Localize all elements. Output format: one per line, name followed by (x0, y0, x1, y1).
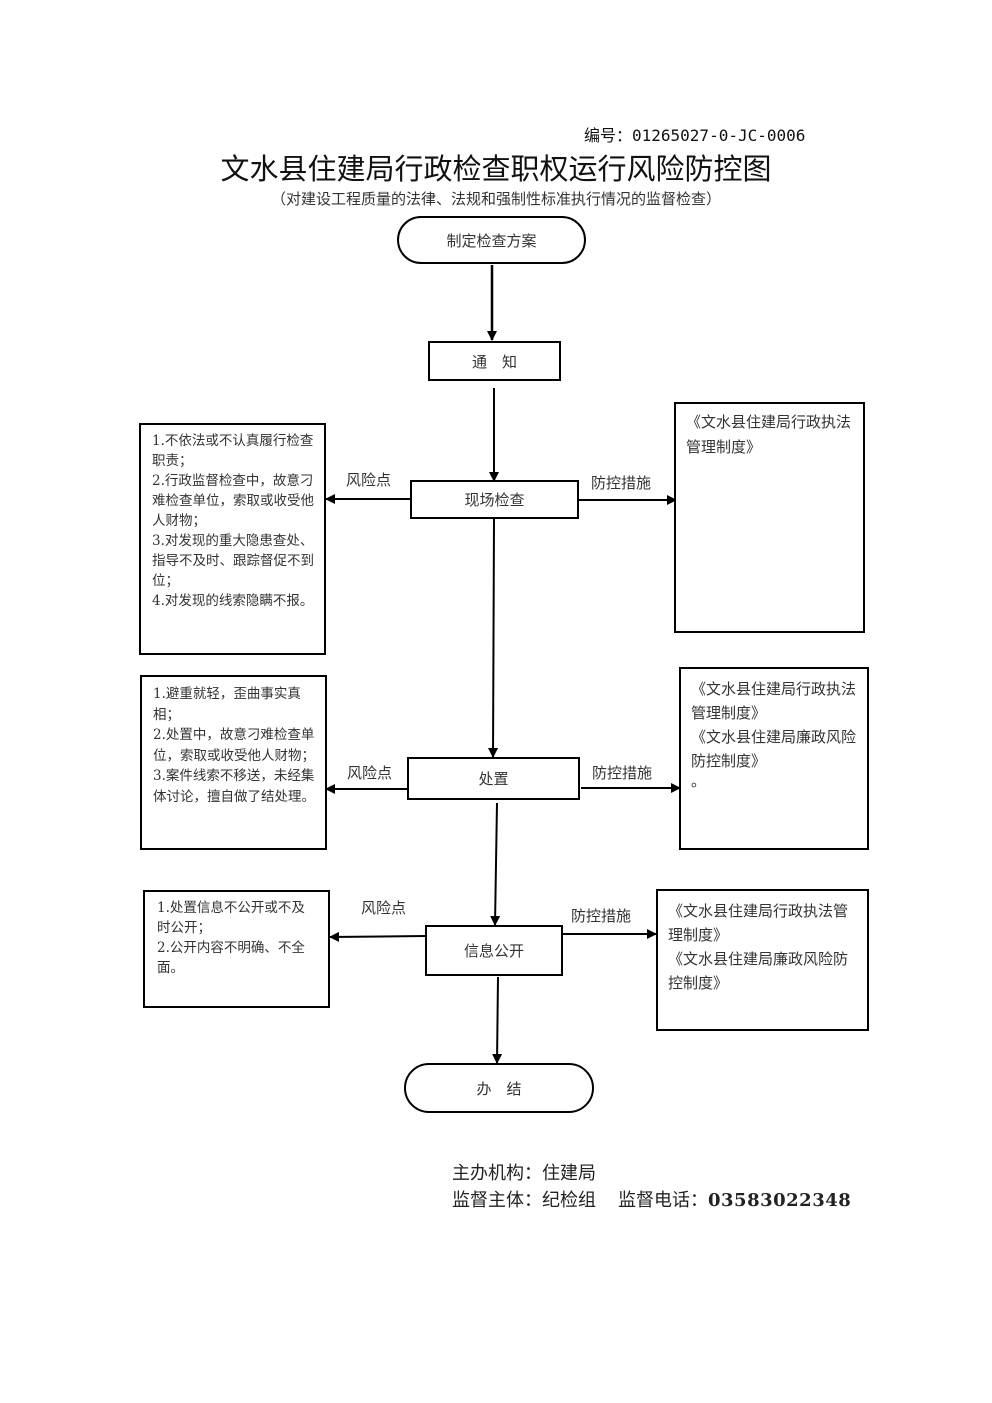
phone-value: 03583022348 (708, 1190, 852, 1211)
control-item: 。 (691, 772, 707, 790)
step-inspect: 现场检查 (410, 480, 579, 519)
step-notify-label: 通 知 (471, 352, 517, 371)
control-item: 《文水县住建局廉政风险防控制度》 (668, 950, 849, 992)
footer-organizer: 主办机构：住建局 (452, 1159, 596, 1185)
step-publish-label: 信息公开 (463, 942, 524, 960)
control-item: 《文水县住建局廉政风险防控制度》 (691, 728, 857, 770)
page-subtitle: （对建设工程质量的法律、法规和强制性标准执行情况的监督检查） (270, 190, 721, 208)
risk-item: 1.避重就轻，歪曲事实真相； (153, 686, 301, 723)
arrow-inspect-to-handle (488, 518, 499, 758)
risk-box-handle: 1.避重就轻，歪曲事实真相； 2.处置中，故意刁难检查单位，索取或收受他人财物；… (140, 675, 327, 850)
risk-box-publish: 1.处置信息不公开或不及时公开； 2.公开内容不明确、不全面。 (143, 890, 330, 1008)
arrow-handle-to-publish (490, 802, 501, 926)
risk-label-inspect: 风险点 (346, 471, 392, 489)
risk-label-publish: 风险点 (361, 899, 407, 917)
page-title: 文水县住建局行政检查职权运行风险防控图 (220, 152, 772, 186)
document-number: 编号：01265027-0-JC-0006 (584, 126, 806, 145)
footer-supervision: 监督主体：纪检组 监督电话：03583022348 (452, 1186, 851, 1212)
control-item: 《文水县住建局行政执法管理制度》 (686, 413, 852, 456)
risk-item: 3.案件线索不移送，未经集体讨论，擅自做了结处理。 (153, 768, 315, 805)
organizer-value: 住建局 (542, 1163, 596, 1184)
organizer-label: 主办机构： (452, 1163, 542, 1184)
supervisor-label: 监督主体： (452, 1190, 542, 1211)
risk-item: 2.行政监督检查中，故意刁难检查单位，索取或收受他人财物； (152, 473, 314, 529)
step-end-label: 办 结 (476, 1079, 522, 1098)
control-box-handle: 《文水县住建局行政执法管理制度》 《文水县住建局廉政风险防控制度》 。 (679, 667, 869, 850)
step-inspect-label: 现场检查 (464, 491, 525, 509)
phone-label: 监督电话： (618, 1190, 708, 1211)
control-label-publish: 防控措施 (571, 907, 632, 925)
control-label-inspect: 防控措施 (591, 474, 652, 492)
step-handle: 处置 (407, 757, 580, 800)
risk-item: 2.公开内容不明确、不全面。 (157, 940, 305, 976)
risk-label-handle: 风险点 (347, 764, 393, 782)
control-label-handle: 防控措施 (592, 764, 653, 782)
step-notify: 通 知 (428, 341, 561, 381)
risk-box-inspect: 1.不依法或不认真履行检查职责； 2.行政监督检查中，故意刁难检查单位，索取或收… (139, 423, 326, 655)
control-item: 《文水县住建局行政执法管理制度》 (668, 902, 849, 944)
arrow-publish-to-end (492, 976, 503, 1064)
risk-item: 2.处置中，故意刁难检查单位，索取或收受他人财物； (153, 727, 315, 764)
step-end: 办 结 (404, 1063, 594, 1113)
control-box-inspect: 《文水县住建局行政执法管理制度》 (674, 402, 865, 633)
risk-item: 1.处置信息不公开或不及时公开； (157, 900, 305, 936)
step-publish: 信息公开 (425, 925, 563, 976)
control-box-publish: 《文水县住建局行政执法管理制度》 《文水县住建局廉政风险防控制度》 (656, 889, 869, 1031)
step-start-label: 制定检查方案 (446, 231, 537, 250)
risk-item: 1.不依法或不认真履行检查职责； (152, 433, 314, 469)
risk-item: 3.对发现的重大隐患查处、指导不及时、跟踪督促不到位； (152, 533, 314, 589)
step-start: 制定检查方案 (397, 216, 586, 264)
arrow-publish-risk (329, 931, 427, 942)
step-handle-label: 处置 (478, 770, 509, 788)
control-item: 《文水县住建局行政执法管理制度》 (691, 680, 857, 722)
supervisor-value: 纪检组 (542, 1190, 596, 1211)
risk-item: 4.对发现的线索隐瞒不报。 (152, 593, 314, 609)
